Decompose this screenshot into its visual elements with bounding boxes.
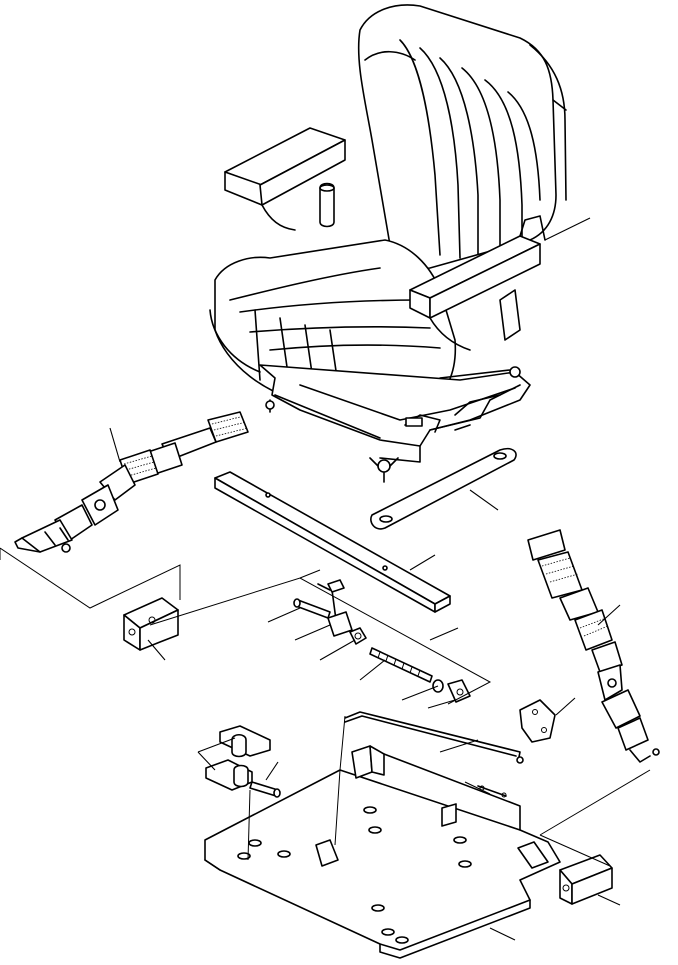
slide-bracket <box>370 447 517 530</box>
adjuster-rod <box>344 699 556 764</box>
mounting-plate <box>204 745 561 959</box>
assembly-lines <box>0 547 651 867</box>
hinge-bracket <box>205 725 281 798</box>
right-armrest <box>409 215 546 351</box>
seat-suspension <box>259 364 531 483</box>
left-armrest <box>224 127 346 231</box>
leader-lines <box>109 217 621 941</box>
lower-clamp-bracket <box>559 854 613 905</box>
seat-belt-buckle-half <box>14 411 249 553</box>
clamp-bracket <box>123 597 179 651</box>
lock-mechanism <box>293 579 471 703</box>
seat-belt-retractor-half <box>527 529 660 763</box>
seat-rail-bar <box>214 471 451 613</box>
operator-seat <box>209 4 567 483</box>
